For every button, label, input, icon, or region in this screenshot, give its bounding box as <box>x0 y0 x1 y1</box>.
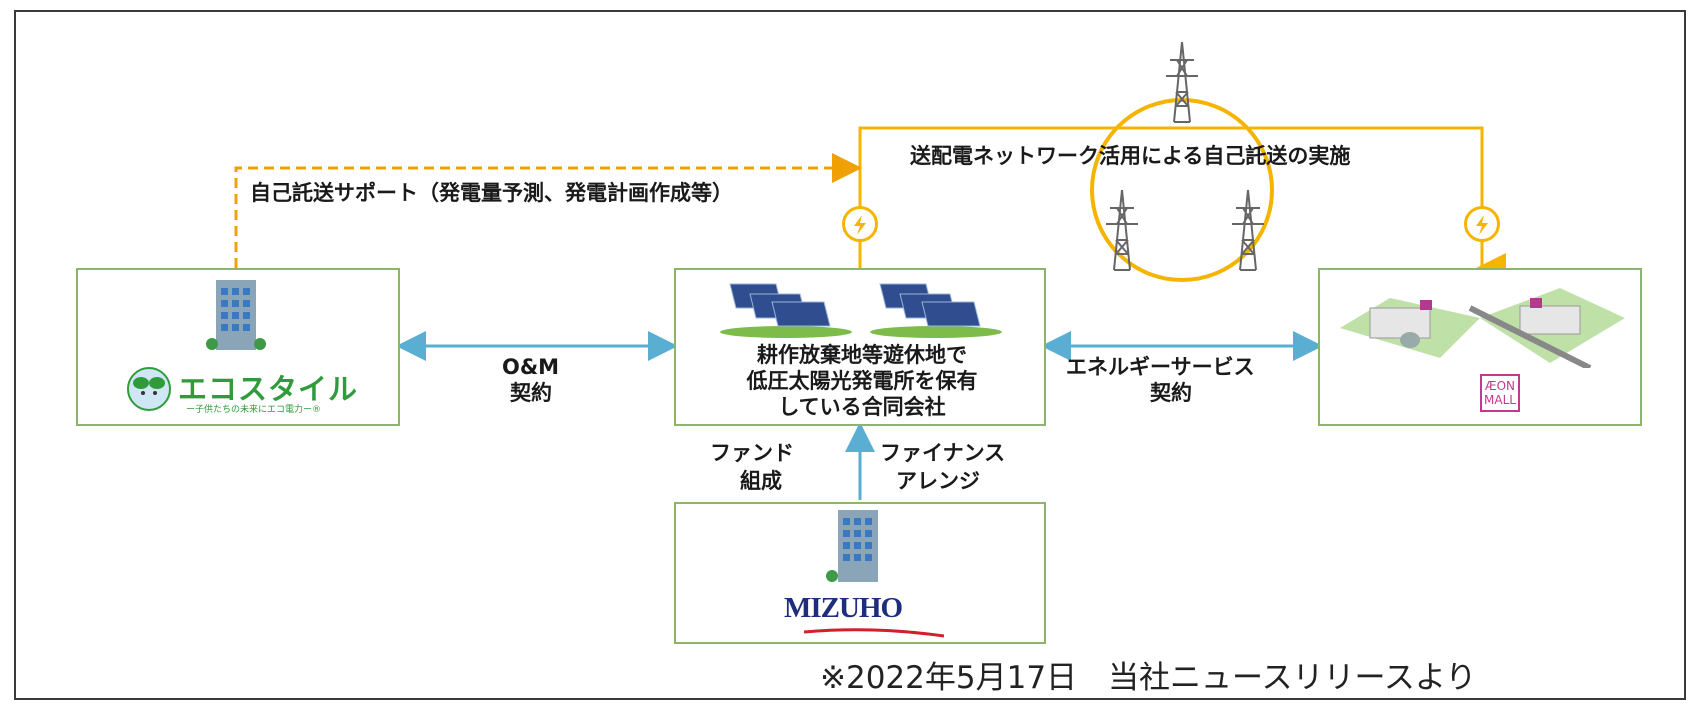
building-icon <box>206 280 266 350</box>
mizuho-swoosh <box>804 628 944 638</box>
solar-company-box: 耕作放棄地等遊休地で 低圧太陽光発電所を保有 している合同会社 <box>674 268 1046 426</box>
om-contract-line-1: O&M <box>502 355 560 379</box>
lightning-icon <box>842 206 878 242</box>
solar-company-line-3: している合同会社 <box>778 395 946 419</box>
pylon-icon <box>1231 189 1265 271</box>
fund-line-2: 組成 <box>740 469 782 493</box>
solar-company-line-2: 低圧太陽光発電所を保有 <box>746 369 978 393</box>
solar-panel-icon <box>720 283 1002 338</box>
building-icon <box>826 510 878 582</box>
shopping-mall-icon <box>1340 288 1625 368</box>
fund-line-1: ファンド <box>710 441 794 465</box>
power-route-label: 送配電ネットワーク活用による自己託送の実施 <box>910 144 1351 168</box>
finance-line-1: ファイナンス <box>880 441 1006 465</box>
power-route-line <box>858 126 1506 283</box>
ecostyle-mascot-icon <box>127 367 171 411</box>
aeon-mall-box: ÆON MALL <box>1318 268 1642 426</box>
lightning-icon <box>1464 206 1500 242</box>
energy-contract-line-2: 契約 <box>1150 381 1192 405</box>
mizuho-logo: MIZUHO <box>784 592 903 624</box>
finance-line-2: アレンジ <box>896 469 980 493</box>
mizuho-box: MIZUHO <box>674 502 1046 644</box>
ecostyle-box: エコスタイル ー子供たちの未来にエコ電力ー® <box>76 268 400 426</box>
aeon-logo-line-2: MALL <box>1484 393 1516 407</box>
ecostyle-tagline: ー子供たちの未来にエコ電力ー® <box>186 405 322 415</box>
support-label: 自己託送サポート（発電量予測、発電計画作成等） <box>250 181 733 205</box>
diagram-frame <box>14 10 1686 700</box>
footnote: ※2022年5月17日 当社ニュースリリースより <box>820 660 1477 696</box>
pylon-icon <box>1165 41 1199 123</box>
ecostyle-logo: エコスタイル <box>178 372 359 406</box>
energy-contract-line-1: エネルギーサービス <box>1066 355 1255 379</box>
support-dashed-line <box>234 153 862 268</box>
om-contract-line-2: 契約 <box>510 381 552 405</box>
aeon-mall-logo: ÆON MALL <box>1480 374 1520 412</box>
solar-company-line-1: 耕作放棄地等遊休地で <box>757 343 967 367</box>
aeon-logo-line-1: ÆON <box>1484 379 1516 393</box>
